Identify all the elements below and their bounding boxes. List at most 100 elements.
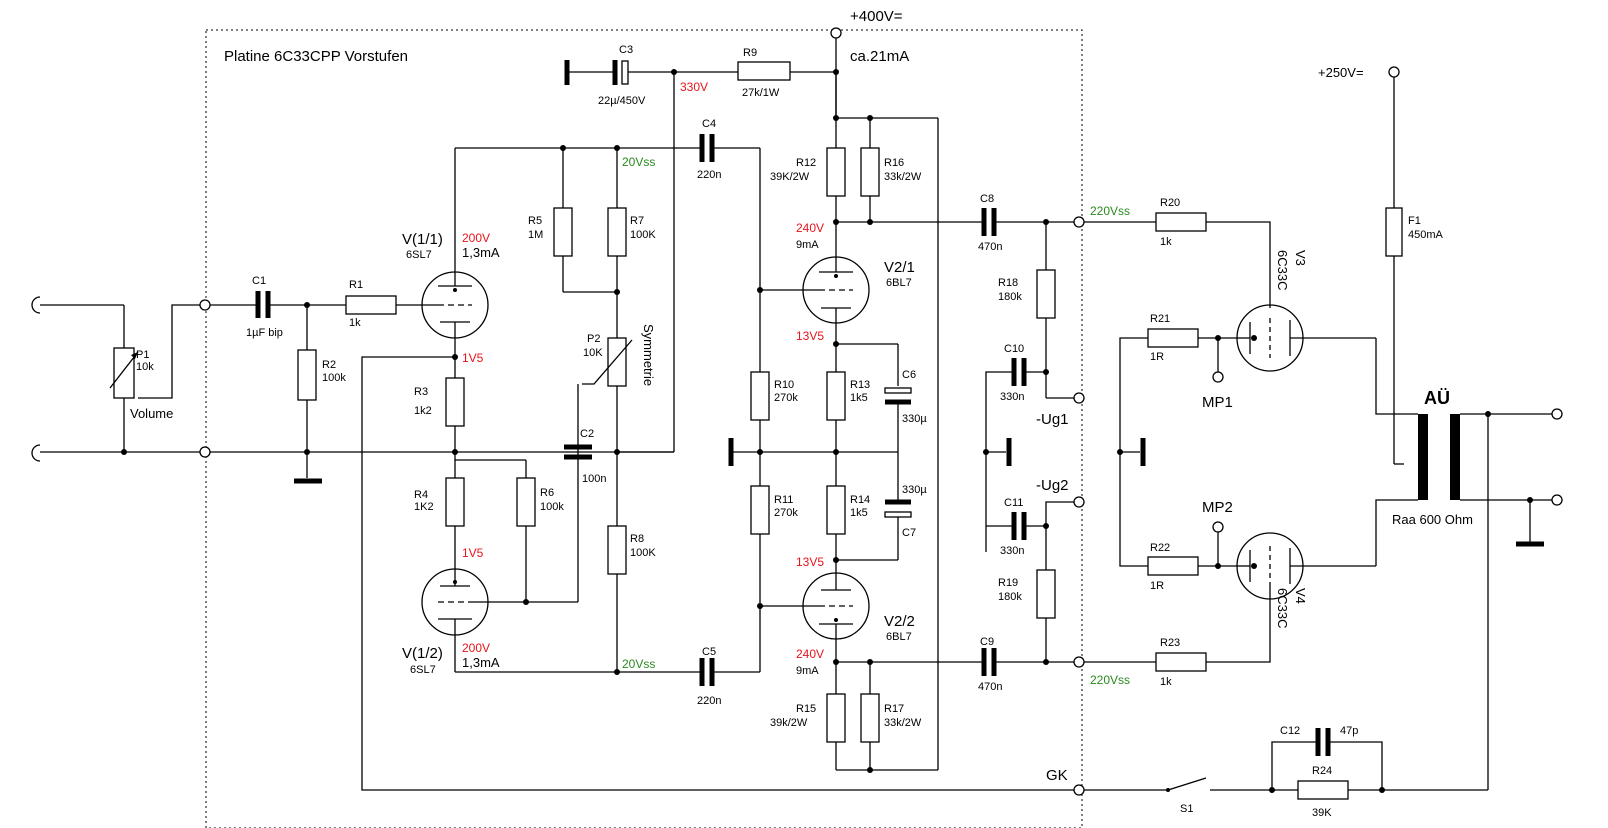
tube-v21: V2/1 6BL7 [800, 256, 915, 372]
supply-400v-terminal[interactable] [830, 27, 842, 39]
capacitor-c9: C9 470n [944, 636, 1074, 693]
resistor-r21 [1147, 328, 1199, 348]
r12-ref: R12 [796, 157, 816, 169]
out-top-terminal[interactable] [1073, 216, 1085, 228]
v3-ref: V3 [1293, 250, 1308, 266]
r16-value: 33k/2W [884, 171, 922, 183]
resistor-r19 [1036, 569, 1056, 619]
transformer-impedance: Raa 600 Ohm [1392, 512, 1473, 527]
ug2-terminal[interactable] [1073, 496, 1085, 508]
c9-value: 470n [978, 681, 1002, 693]
fuse-f1 [1385, 207, 1403, 257]
r7-value: 100K [630, 229, 656, 241]
mp2-terminal[interactable] [1212, 521, 1224, 533]
capacitor-c2: C2 100n [564, 428, 606, 485]
r1-ref: R1 [349, 279, 363, 291]
c8-value: 470n [978, 241, 1002, 253]
ug1-terminal[interactable] [1073, 392, 1085, 404]
mp2-label: MP2 [1202, 499, 1233, 516]
speaker-terminal-cold[interactable] [1551, 494, 1563, 506]
v11-current: 1,3mA [462, 245, 500, 260]
out-bottom-terminal[interactable] [1073, 656, 1085, 668]
p1-ref: P1 [136, 349, 149, 361]
resistor-r2 [297, 349, 317, 401]
r23-value: 1k [1160, 676, 1172, 688]
v12-ref: V(1/2) [402, 645, 443, 662]
capacitor-c5: C5 220n [697, 646, 760, 707]
r24-ref: R24 [1312, 765, 1332, 777]
c6-value: 330µ [902, 413, 927, 425]
r13-value: 1k5 [850, 392, 868, 404]
v21-current: 9mA [796, 239, 819, 251]
supply-250v: +250V= F1 450mA [1318, 65, 1444, 465]
v21-anode-voltage: 240V [796, 221, 824, 235]
board-ground-terminal[interactable] [199, 446, 211, 458]
r14-ref: R14 [850, 494, 870, 506]
r3-ref: R3 [414, 386, 428, 398]
transformer-secondary [1450, 414, 1460, 500]
c8-ref: C8 [980, 193, 994, 205]
resistor-r13 [826, 371, 846, 421]
supply-250v-terminal[interactable] [1388, 66, 1400, 78]
v3-type: 6C33C [1275, 250, 1290, 290]
r8-value: 100K [630, 547, 656, 559]
tube-v12: V(1/2) 6SL7 200V 1,3mA [402, 568, 578, 676]
r10-ref: R10 [774, 379, 794, 391]
r15-ref: R15 [796, 703, 816, 715]
c1-value: 1µF bip [246, 327, 283, 339]
c11-ref: C11 [1004, 497, 1023, 509]
board-outline [205, 29, 1083, 828]
r7-ref: R7 [630, 215, 644, 227]
v4-type: 6C33C [1275, 588, 1290, 628]
resistor-r9 [737, 61, 791, 81]
mp1-label: MP1 [1202, 394, 1233, 411]
input-jack-cold [31, 444, 41, 462]
r2-ref: R2 [322, 359, 336, 371]
r21-value: 1R [1150, 351, 1164, 363]
v12-type: 6SL7 [410, 664, 436, 676]
f1-ref: F1 [1408, 215, 1421, 227]
v11-cathode-voltage: 1V5 [462, 351, 484, 365]
input-section: P1 10k Volume [31, 296, 211, 462]
gk-terminal[interactable] [1073, 784, 1085, 796]
v12-current: 1,3mA [462, 655, 500, 670]
c2-value: 100n [582, 473, 606, 485]
v11-anode-voltage: 200V [462, 231, 490, 245]
c5-ref: C5 [702, 646, 716, 658]
board-input-terminal[interactable] [199, 299, 211, 311]
signal-top-label: 20Vss [622, 155, 655, 169]
r11-ref: R11 [774, 494, 793, 506]
r22-value: 1R [1150, 580, 1164, 592]
c12-value: 47p [1340, 725, 1358, 737]
r11-value: 270k [774, 507, 798, 519]
c4-ref: C4 [702, 118, 716, 130]
resistor-r6 [516, 477, 536, 527]
signal-bottom-label: 20Vss [622, 657, 655, 671]
input-coupling: C1 1µF bip R1 1k R2 100k [210, 275, 674, 484]
r24-value: 39K [1312, 807, 1332, 819]
v4-ref: V4 [1293, 588, 1308, 604]
speaker-terminal-hot[interactable] [1551, 408, 1563, 420]
resistor-r15 [826, 693, 846, 743]
supply-current-label: ca.21mA [850, 48, 909, 65]
r19-ref: R19 [998, 577, 1018, 589]
p1-name: Volume [130, 406, 173, 421]
r8-ref: R8 [630, 533, 644, 545]
c2-ref: C2 [580, 428, 594, 440]
c10-ref: C10 [1004, 343, 1024, 355]
c7-ref: C7 [902, 527, 916, 539]
r21-ref: R21 [1150, 313, 1170, 325]
capacitor-c8: C8 470n [944, 193, 1074, 253]
f1-value: 450mA [1408, 229, 1444, 241]
v22-anode-voltage: 240V [796, 647, 824, 661]
resistor-r8 [607, 525, 627, 575]
tube-v3: V3 6C33C [1236, 250, 1376, 372]
r6-ref: R6 [540, 487, 554, 499]
c10-value: 330n [1000, 391, 1024, 403]
mp1-terminal[interactable] [1212, 371, 1224, 383]
switch-s1[interactable] [1167, 777, 1207, 791]
transformer-primary [1418, 414, 1428, 500]
r17-ref: R17 [884, 703, 904, 715]
potentiometer-p2: P2 10K Symmetrie [577, 324, 656, 602]
